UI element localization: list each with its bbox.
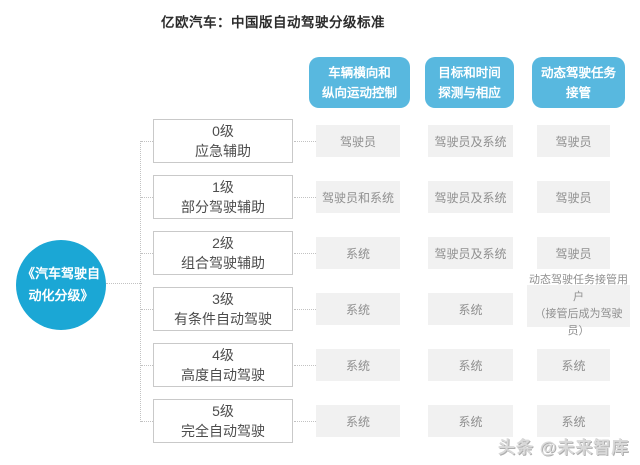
connector-branch-line xyxy=(141,309,153,310)
column-header-motion-control: 车辆横向和 纵向运动控制 xyxy=(309,57,410,108)
page-title: 亿欧汽车：中国版自动驾驶分级标准 xyxy=(161,15,385,30)
cell-level0-task-takeover: 驾驶员 xyxy=(537,125,610,157)
level-box-2: 2级 组合驾驶辅助 xyxy=(153,231,293,275)
cell-level1-motion-control: 驾驶员和系统 xyxy=(316,181,400,213)
level-number: 4级 xyxy=(212,347,234,363)
level-box-4: 4级 高度自动驾驶 xyxy=(153,343,293,387)
connector-branch-line xyxy=(141,197,153,198)
cell-level1-detection-response: 驾驶员及系统 xyxy=(428,181,513,213)
cell-level2-detection-response: 驾驶员及系统 xyxy=(428,237,513,269)
level-box-5: 5级 完全自动驾驶 xyxy=(153,399,293,443)
cell-level3-motion-control: 系统 xyxy=(316,293,400,325)
cell-level4-motion-control: 系统 xyxy=(316,349,400,381)
cell-level1-task-takeover: 驾驶员 xyxy=(537,181,610,213)
connector-row-line xyxy=(294,365,316,366)
cell-level2-motion-control: 系统 xyxy=(316,237,400,269)
level-number: 2级 xyxy=(212,235,234,251)
level-name: 有条件自动驾驶 xyxy=(174,311,272,327)
cell-level5-detection-response: 系统 xyxy=(428,405,513,437)
connector-circle-line xyxy=(106,283,142,284)
connector-branch-line xyxy=(141,421,153,422)
level-number: 5级 xyxy=(212,403,234,419)
level-name: 应急辅助 xyxy=(195,143,251,159)
level-box-0: 0级 应急辅助 xyxy=(153,119,293,163)
watermark: 头条 @未来智库 xyxy=(498,438,630,457)
cell-level3-task-takeover: 动态驾驶任务接管用户 （接管后成为驾驶员） xyxy=(527,274,630,337)
column-header-detection-response: 目标和时间 探测与相应 xyxy=(425,57,514,108)
level-number: 3级 xyxy=(212,291,234,307)
cell-level0-detection-response: 驾驶员及系统 xyxy=(428,125,513,157)
level-box-3: 3级 有条件自动驾驶 xyxy=(153,287,293,331)
cell-level4-detection-response: 系统 xyxy=(428,349,513,381)
level-name: 完全自动驾驶 xyxy=(181,423,265,439)
connector-row-line xyxy=(294,253,316,254)
cell-level5-task-takeover: 系统 xyxy=(537,405,610,437)
connector-row-line xyxy=(294,309,316,310)
level-number: 1级 xyxy=(212,179,234,195)
level-name: 高度自动驾驶 xyxy=(181,367,265,383)
connector-row-line xyxy=(294,421,316,422)
cell-level0-motion-control: 驾驶员 xyxy=(316,125,400,157)
source-standard-circle: 《汽车驾驶自 动化分级》 xyxy=(16,240,106,330)
level-name: 组合驾驶辅助 xyxy=(181,255,265,271)
cell-level3-detection-response: 系统 xyxy=(428,293,513,325)
cell-level4-task-takeover: 系统 xyxy=(537,349,610,381)
connector-row-line xyxy=(294,197,316,198)
cell-level2-task-takeover: 驾驶员 xyxy=(537,237,610,269)
level-number: 0级 xyxy=(212,123,234,139)
connector-trunk-line xyxy=(140,141,141,422)
connector-branch-line xyxy=(141,365,153,366)
connector-branch-line xyxy=(141,253,153,254)
connector-row-line xyxy=(294,141,316,142)
level-box-1: 1级 部分驾驶辅助 xyxy=(153,175,293,219)
cell-level5-motion-control: 系统 xyxy=(316,405,400,437)
column-header-task-takeover: 动态驾驶任务 接管 xyxy=(532,57,625,108)
connector-branch-line xyxy=(141,141,153,142)
level-name: 部分驾驶辅助 xyxy=(181,199,265,215)
